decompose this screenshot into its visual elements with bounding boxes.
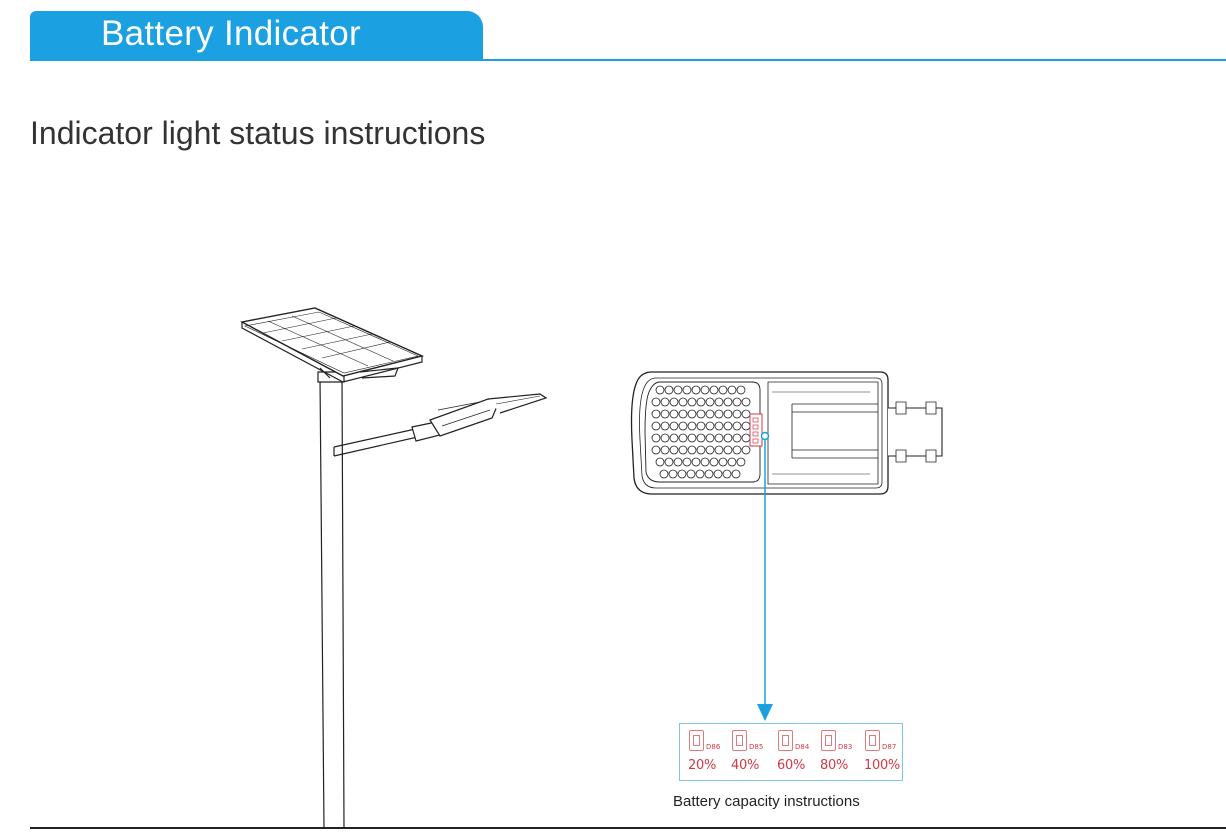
battery-level-60: D84 60%: [777, 728, 817, 778]
header-divider: [30, 59, 1226, 61]
led-icon: [821, 730, 836, 751]
led-code: D87: [882, 743, 897, 751]
battery-percent: 100%: [864, 758, 900, 773]
battery-percent: 20%: [688, 758, 716, 773]
led-code: D86: [706, 743, 721, 751]
battery-capacity-legend: D86 20% D85 40% D84 60% D83 80% D87 100%: [679, 723, 903, 781]
battery-level-100: D87 100%: [864, 728, 904, 778]
led-icon: [732, 730, 747, 751]
footer-divider: [30, 827, 1226, 829]
section-header-tab: [30, 11, 483, 61]
battery-percent: 80%: [820, 758, 848, 773]
led-code: D83: [838, 743, 853, 751]
battery-level-40: D85 40%: [731, 728, 771, 778]
battery-percent: 60%: [777, 758, 805, 773]
led-icon: [689, 730, 704, 751]
pointer-arrow: [757, 431, 773, 721]
lamp-bottom-view-drawing: [630, 371, 943, 495]
led-code: D84: [795, 743, 810, 751]
battery-level-20: D86 20%: [688, 728, 728, 778]
solar-street-light-drawing: [239, 307, 548, 830]
led-icon: [778, 730, 793, 751]
led-code: D85: [749, 743, 764, 751]
page-subtitle: Indicator light status instructions: [30, 115, 486, 151]
battery-percent: 40%: [731, 758, 759, 773]
battery-level-80: D83 80%: [820, 728, 860, 778]
battery-capacity-caption: Battery capacity instructions: [673, 793, 860, 810]
led-icon: [865, 730, 880, 751]
section-title: Battery Indicator: [101, 14, 361, 53]
